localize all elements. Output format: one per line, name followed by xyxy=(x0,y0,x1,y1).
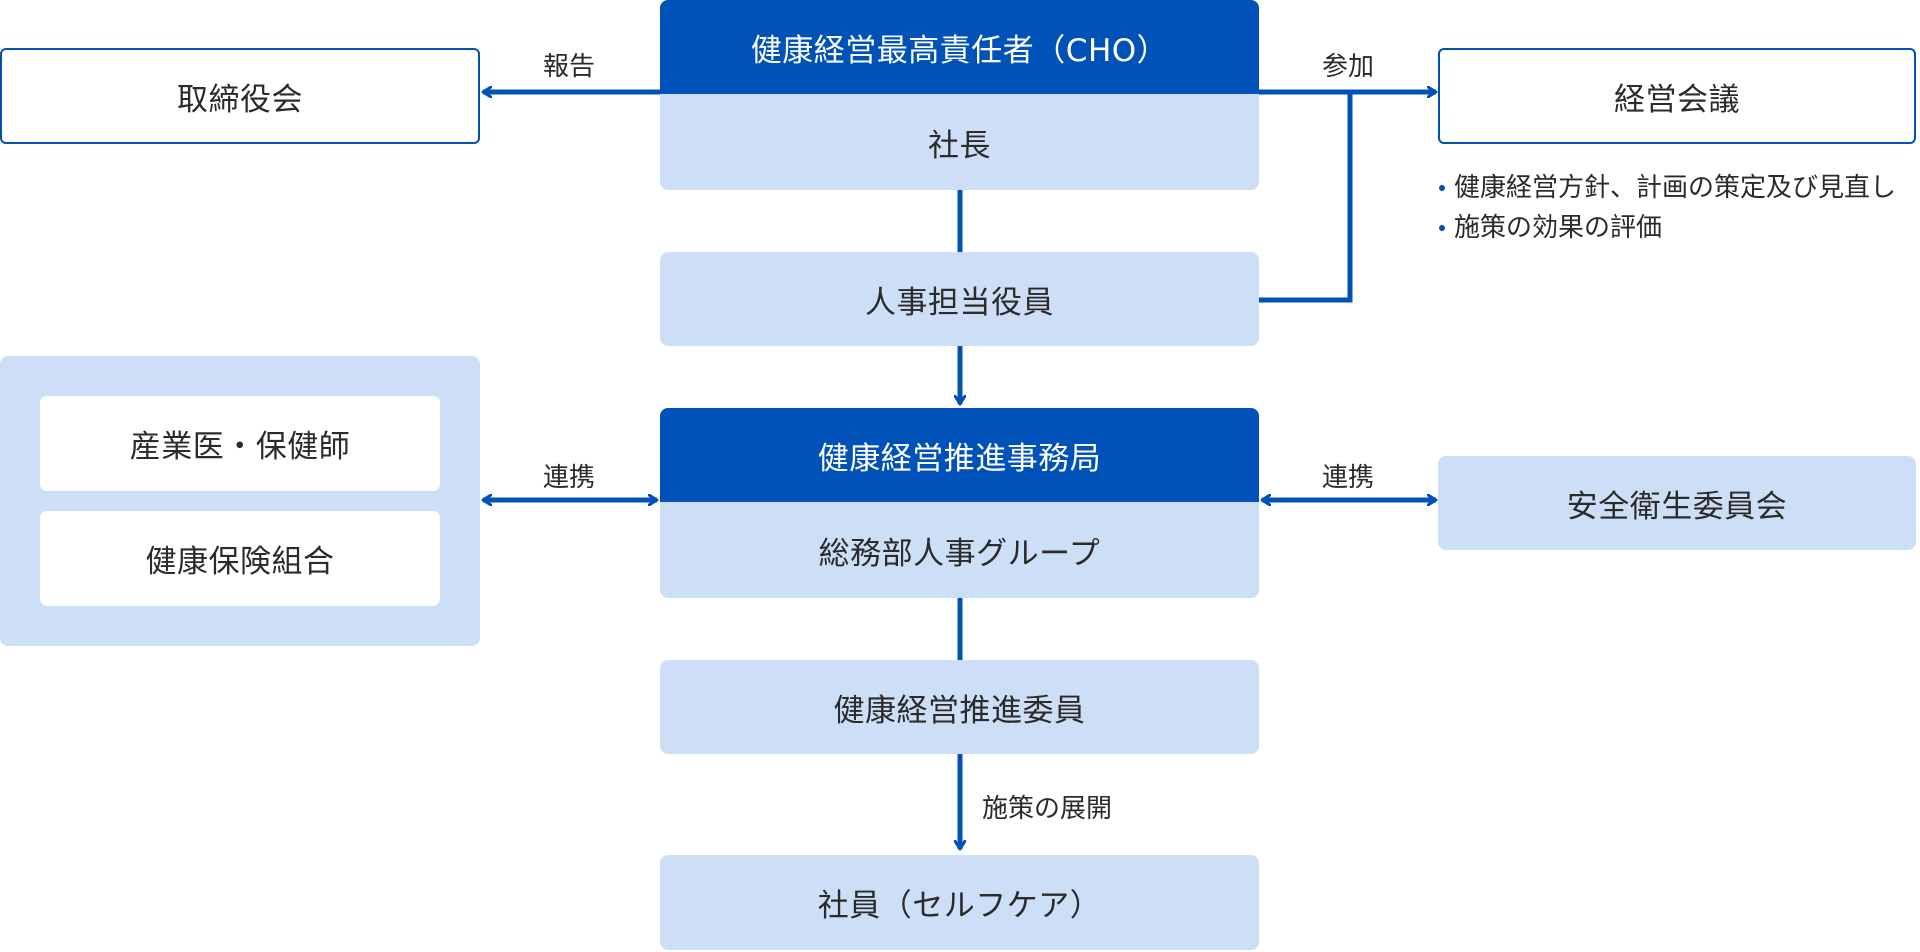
edge-label-rollout: 施策の展開 xyxy=(982,794,1113,824)
meeting-bullets: 健康経営方針、計画の策定及び見直し 施策の効果の評価 xyxy=(1436,168,1896,248)
employees-box: 社員（セルフケア） xyxy=(660,855,1259,950)
edge-label-report: 報告 xyxy=(543,52,596,82)
board-box: 取締役会 xyxy=(0,48,480,144)
edge-label-link-left: 連携 xyxy=(543,463,596,493)
hr-officer-box: 人事担当役員 xyxy=(660,252,1259,346)
cho-subtitle: 社長 xyxy=(660,94,1259,190)
partner-occupational-health: 産業医・保健師 xyxy=(40,396,440,491)
hr-join-line xyxy=(1259,92,1353,303)
meeting-box: 経営会議 xyxy=(1438,48,1916,144)
office-subtitle: 総務部人事グループ xyxy=(660,502,1259,598)
promoters-box: 健康経営推進委員 xyxy=(660,660,1259,754)
safety-committee-box: 安全衛生委員会 xyxy=(1438,456,1916,550)
edge-label-join: 参加 xyxy=(1322,52,1375,82)
meeting-bullet: 施策の効果の評価 xyxy=(1436,208,1896,248)
office-title: 健康経営推進事務局 xyxy=(660,408,1259,502)
edge-label-link-right: 連携 xyxy=(1322,463,1375,493)
partner-health-insurance: 健康保険組合 xyxy=(40,511,440,606)
meeting-bullet: 健康経営方針、計画の策定及び見直し xyxy=(1436,168,1896,208)
cho-title: 健康経営最高責任者（CHO） xyxy=(660,0,1259,94)
